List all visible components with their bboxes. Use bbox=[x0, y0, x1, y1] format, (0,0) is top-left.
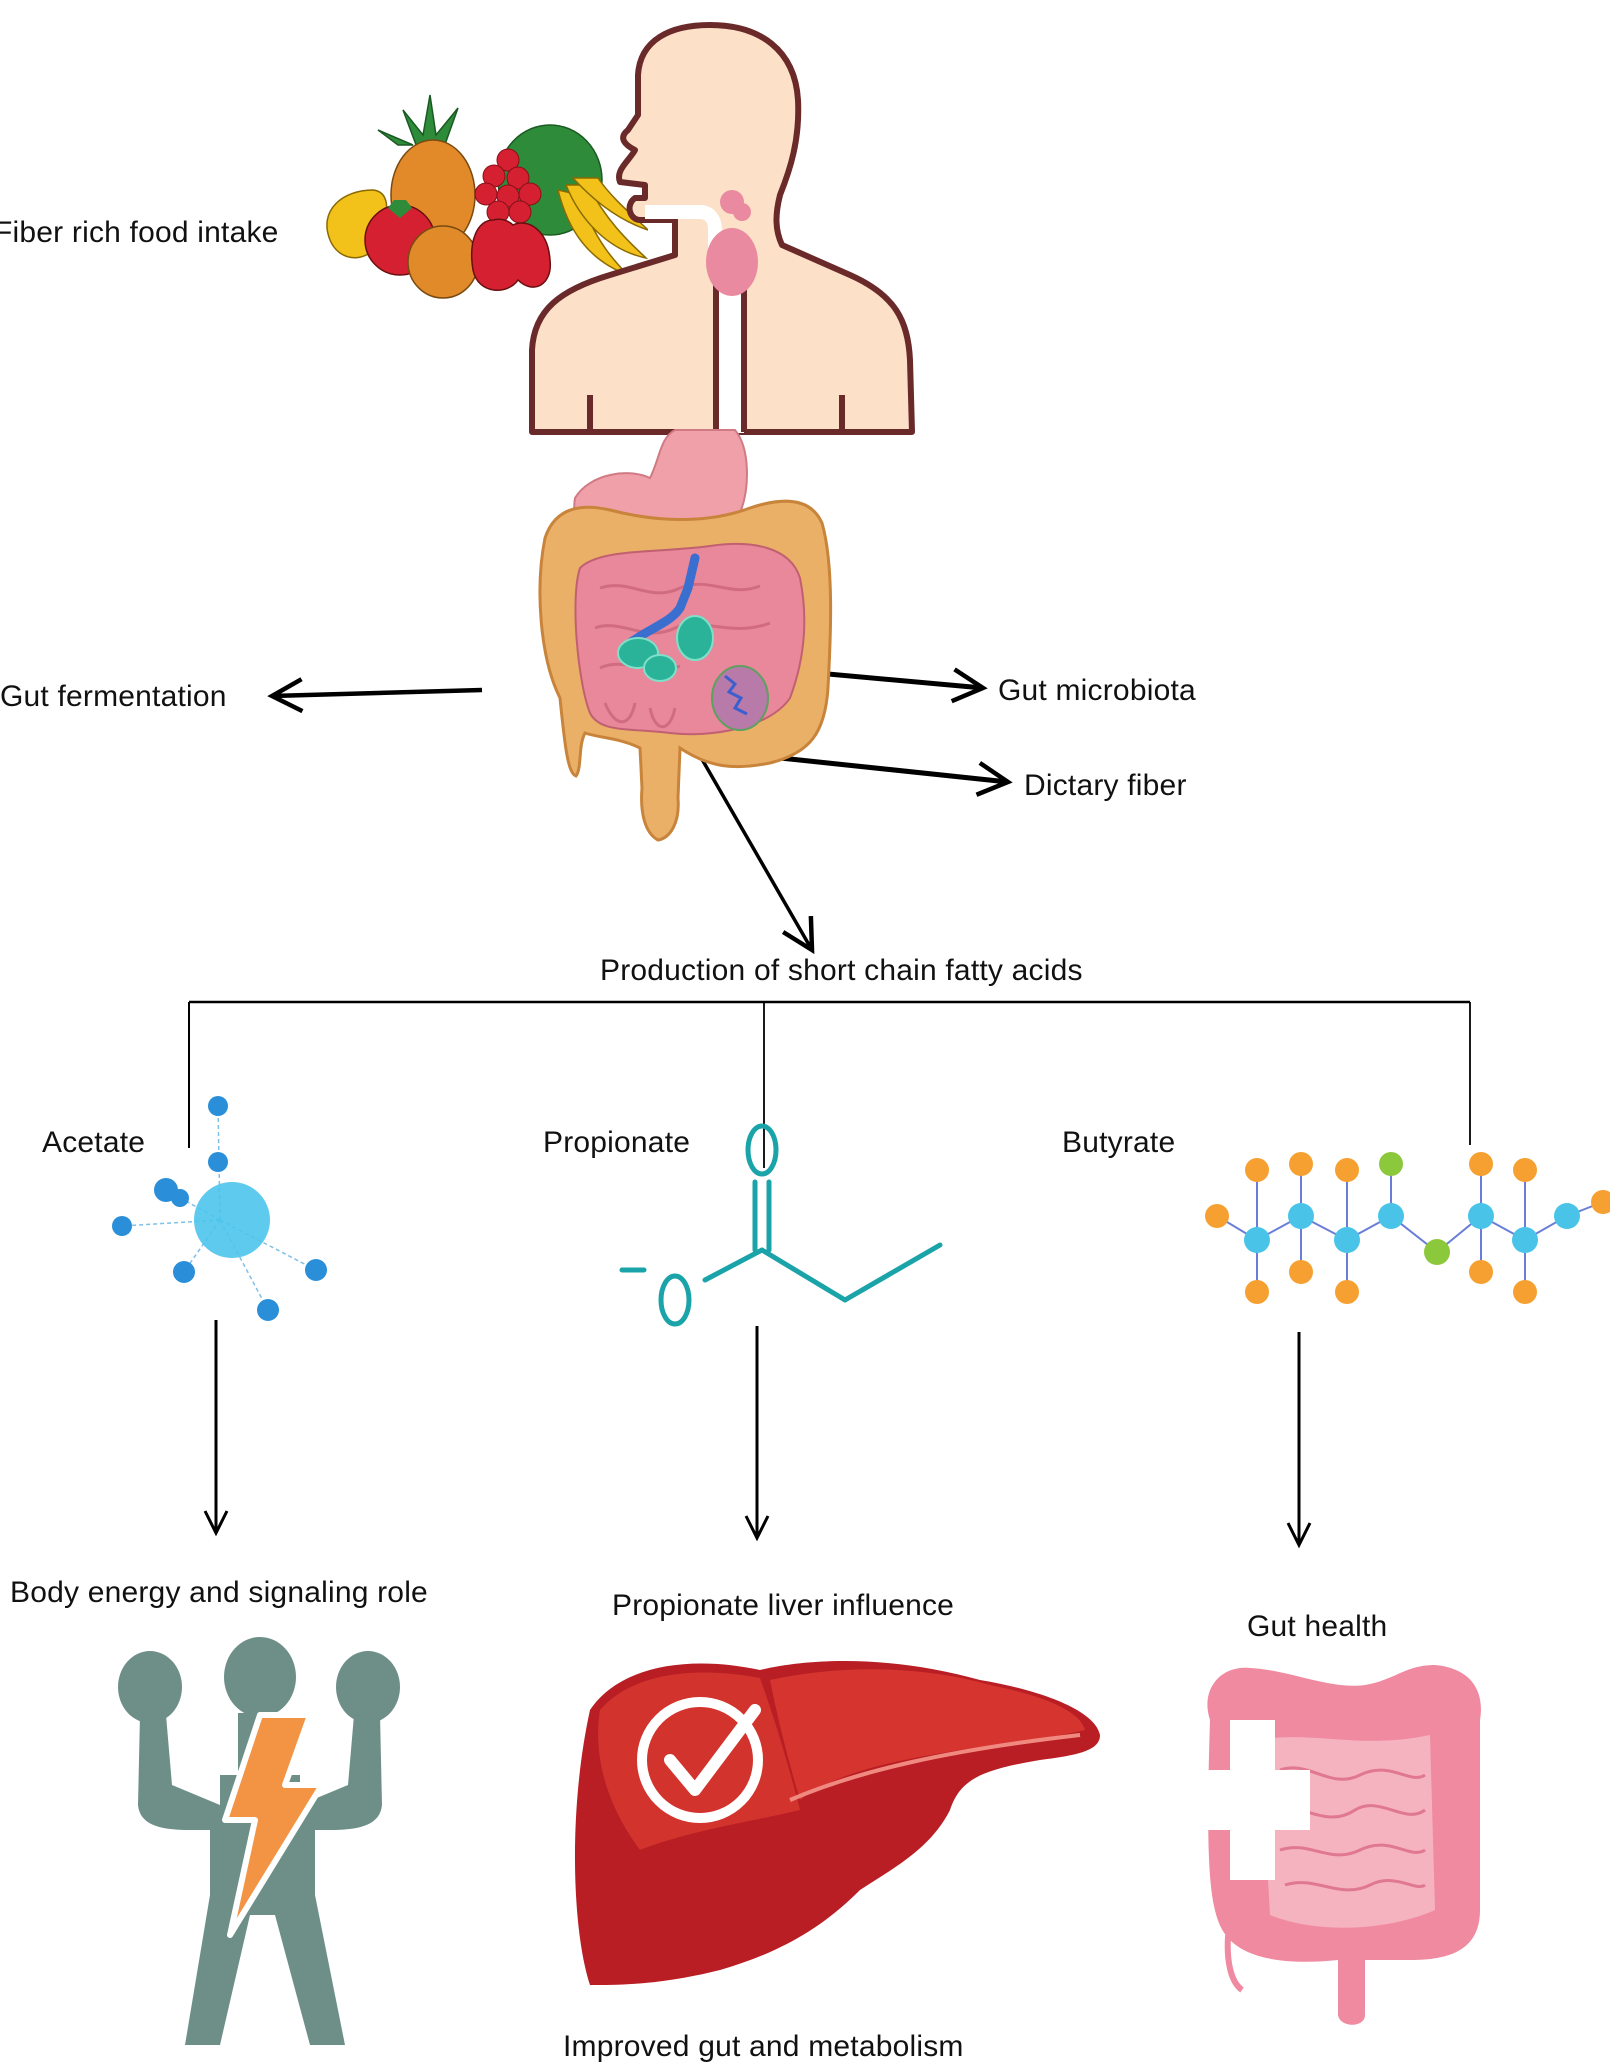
grapes bbox=[474, 148, 542, 224]
arrow-scfa bbox=[686, 734, 815, 955]
human-upper-body-icon bbox=[529, 22, 915, 435]
arrow-gut-fermentation bbox=[267, 677, 483, 714]
gut-microbiota-cluster bbox=[617, 615, 714, 682]
apple bbox=[471, 218, 551, 291]
propionate-label: Propionate bbox=[543, 1126, 691, 1159]
gut-health-label: Gut health bbox=[1247, 1610, 1388, 1643]
dietary-fiber-granule bbox=[711, 665, 769, 731]
acetate-label: Acetate bbox=[42, 1126, 146, 1159]
person-head bbox=[224, 1637, 296, 1717]
gut-microbiota-label: Gut microbiota bbox=[998, 674, 1196, 707]
dietary-fiber-label: Dictary fiber bbox=[1024, 769, 1187, 802]
checkmark-circle bbox=[637, 1697, 763, 1823]
oxygen-anion bbox=[658, 1273, 692, 1327]
body-silhouette bbox=[529, 22, 915, 435]
digestive-tract-icon bbox=[538, 429, 833, 842]
arrow-dietary-fiber bbox=[751, 752, 1013, 797]
orange bbox=[407, 225, 479, 299]
acetate-core-atom bbox=[194, 1182, 270, 1258]
healthy-intestine-icon bbox=[1195, 1665, 1481, 2025]
butyrate-label: Butyrate bbox=[1062, 1126, 1176, 1159]
butyrate-molecule-icon bbox=[1205, 1152, 1610, 1304]
improved-gut-metabolism-caption: Improved gut and metabolism bbox=[563, 2030, 964, 2063]
lightning-bolt-icon bbox=[222, 1712, 325, 1938]
healthy-liver-icon bbox=[574, 1660, 1100, 1985]
liver-influence-label: Propionate liver influence bbox=[612, 1589, 955, 1622]
medical-cross-icon bbox=[1195, 1720, 1310, 1880]
esophagus bbox=[716, 275, 744, 433]
person-left-fist bbox=[118, 1651, 182, 1723]
acetate-molecule-icon bbox=[112, 1096, 327, 1321]
body-energy-label: Body energy and signaling role bbox=[10, 1576, 428, 1609]
propionate-structure-icon bbox=[619, 1123, 943, 1327]
person-right-fist bbox=[336, 1651, 400, 1723]
throat-glands bbox=[706, 190, 758, 296]
fiber-intake-label: Fiber rich food intake bbox=[0, 216, 279, 249]
checkmark-icon bbox=[664, 1704, 761, 1796]
scfa-production-label: Production of short chain fatty acids bbox=[600, 954, 1083, 987]
carbonyl-oxygen bbox=[745, 1123, 779, 1177]
energetic-person-icon bbox=[118, 1637, 400, 2045]
fruit-basket-icon bbox=[326, 94, 648, 299]
gut-fermentation-label: Gut fermentation bbox=[0, 680, 227, 713]
